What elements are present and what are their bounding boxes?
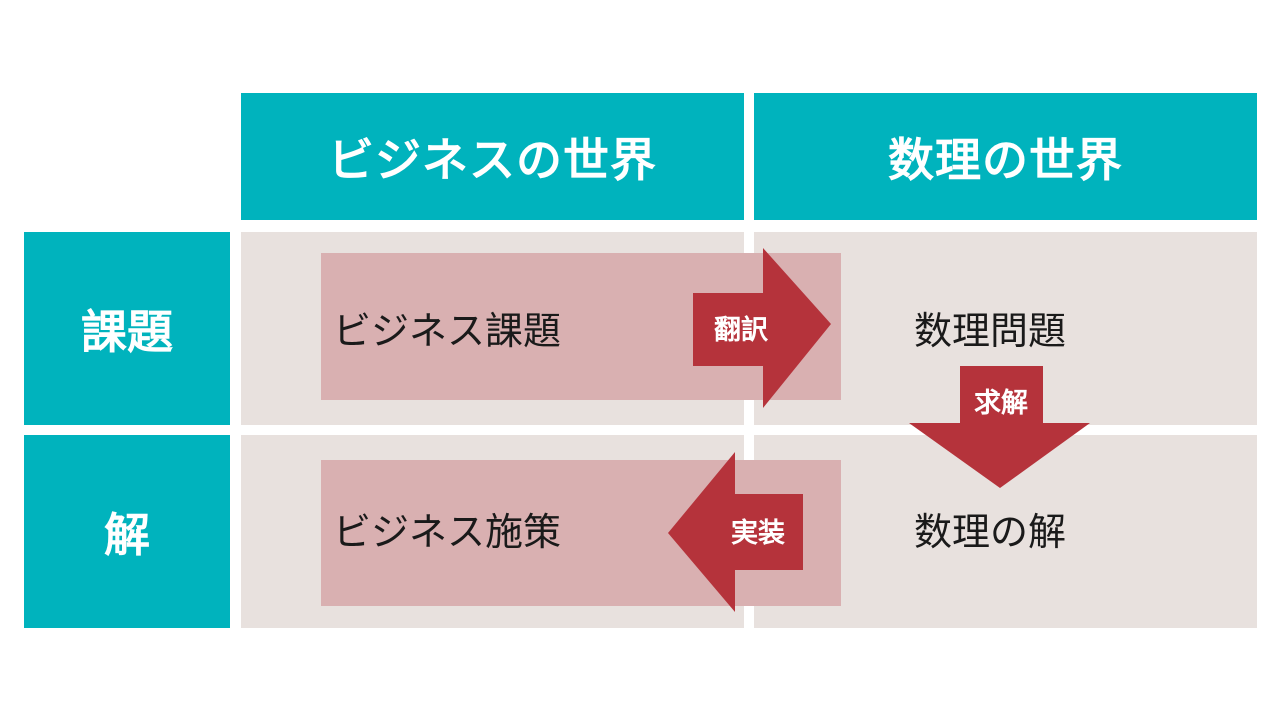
math-problem-label: 数理問題 bbox=[914, 309, 1067, 353]
row-header-solution: 解 bbox=[24, 435, 230, 628]
translate-arrow bbox=[693, 248, 831, 408]
row-header-problem: 課題 bbox=[24, 232, 230, 425]
implement-arrow bbox=[668, 452, 803, 612]
implement-arrow-label: 実装 bbox=[731, 518, 785, 549]
business-problem-label: ビジネス課題 bbox=[333, 309, 562, 353]
math-solution-label: 数理の解 bbox=[914, 510, 1067, 554]
column-header-math: 数理の世界 bbox=[754, 93, 1257, 220]
translate-arrow-label: 翻訳 bbox=[714, 315, 768, 346]
solve-arrow bbox=[909, 366, 1090, 488]
solve-arrow-label: 求解 bbox=[974, 388, 1028, 419]
column-header-business: ビジネスの世界 bbox=[241, 93, 744, 220]
business-solution-label: ビジネス施策 bbox=[333, 510, 562, 554]
